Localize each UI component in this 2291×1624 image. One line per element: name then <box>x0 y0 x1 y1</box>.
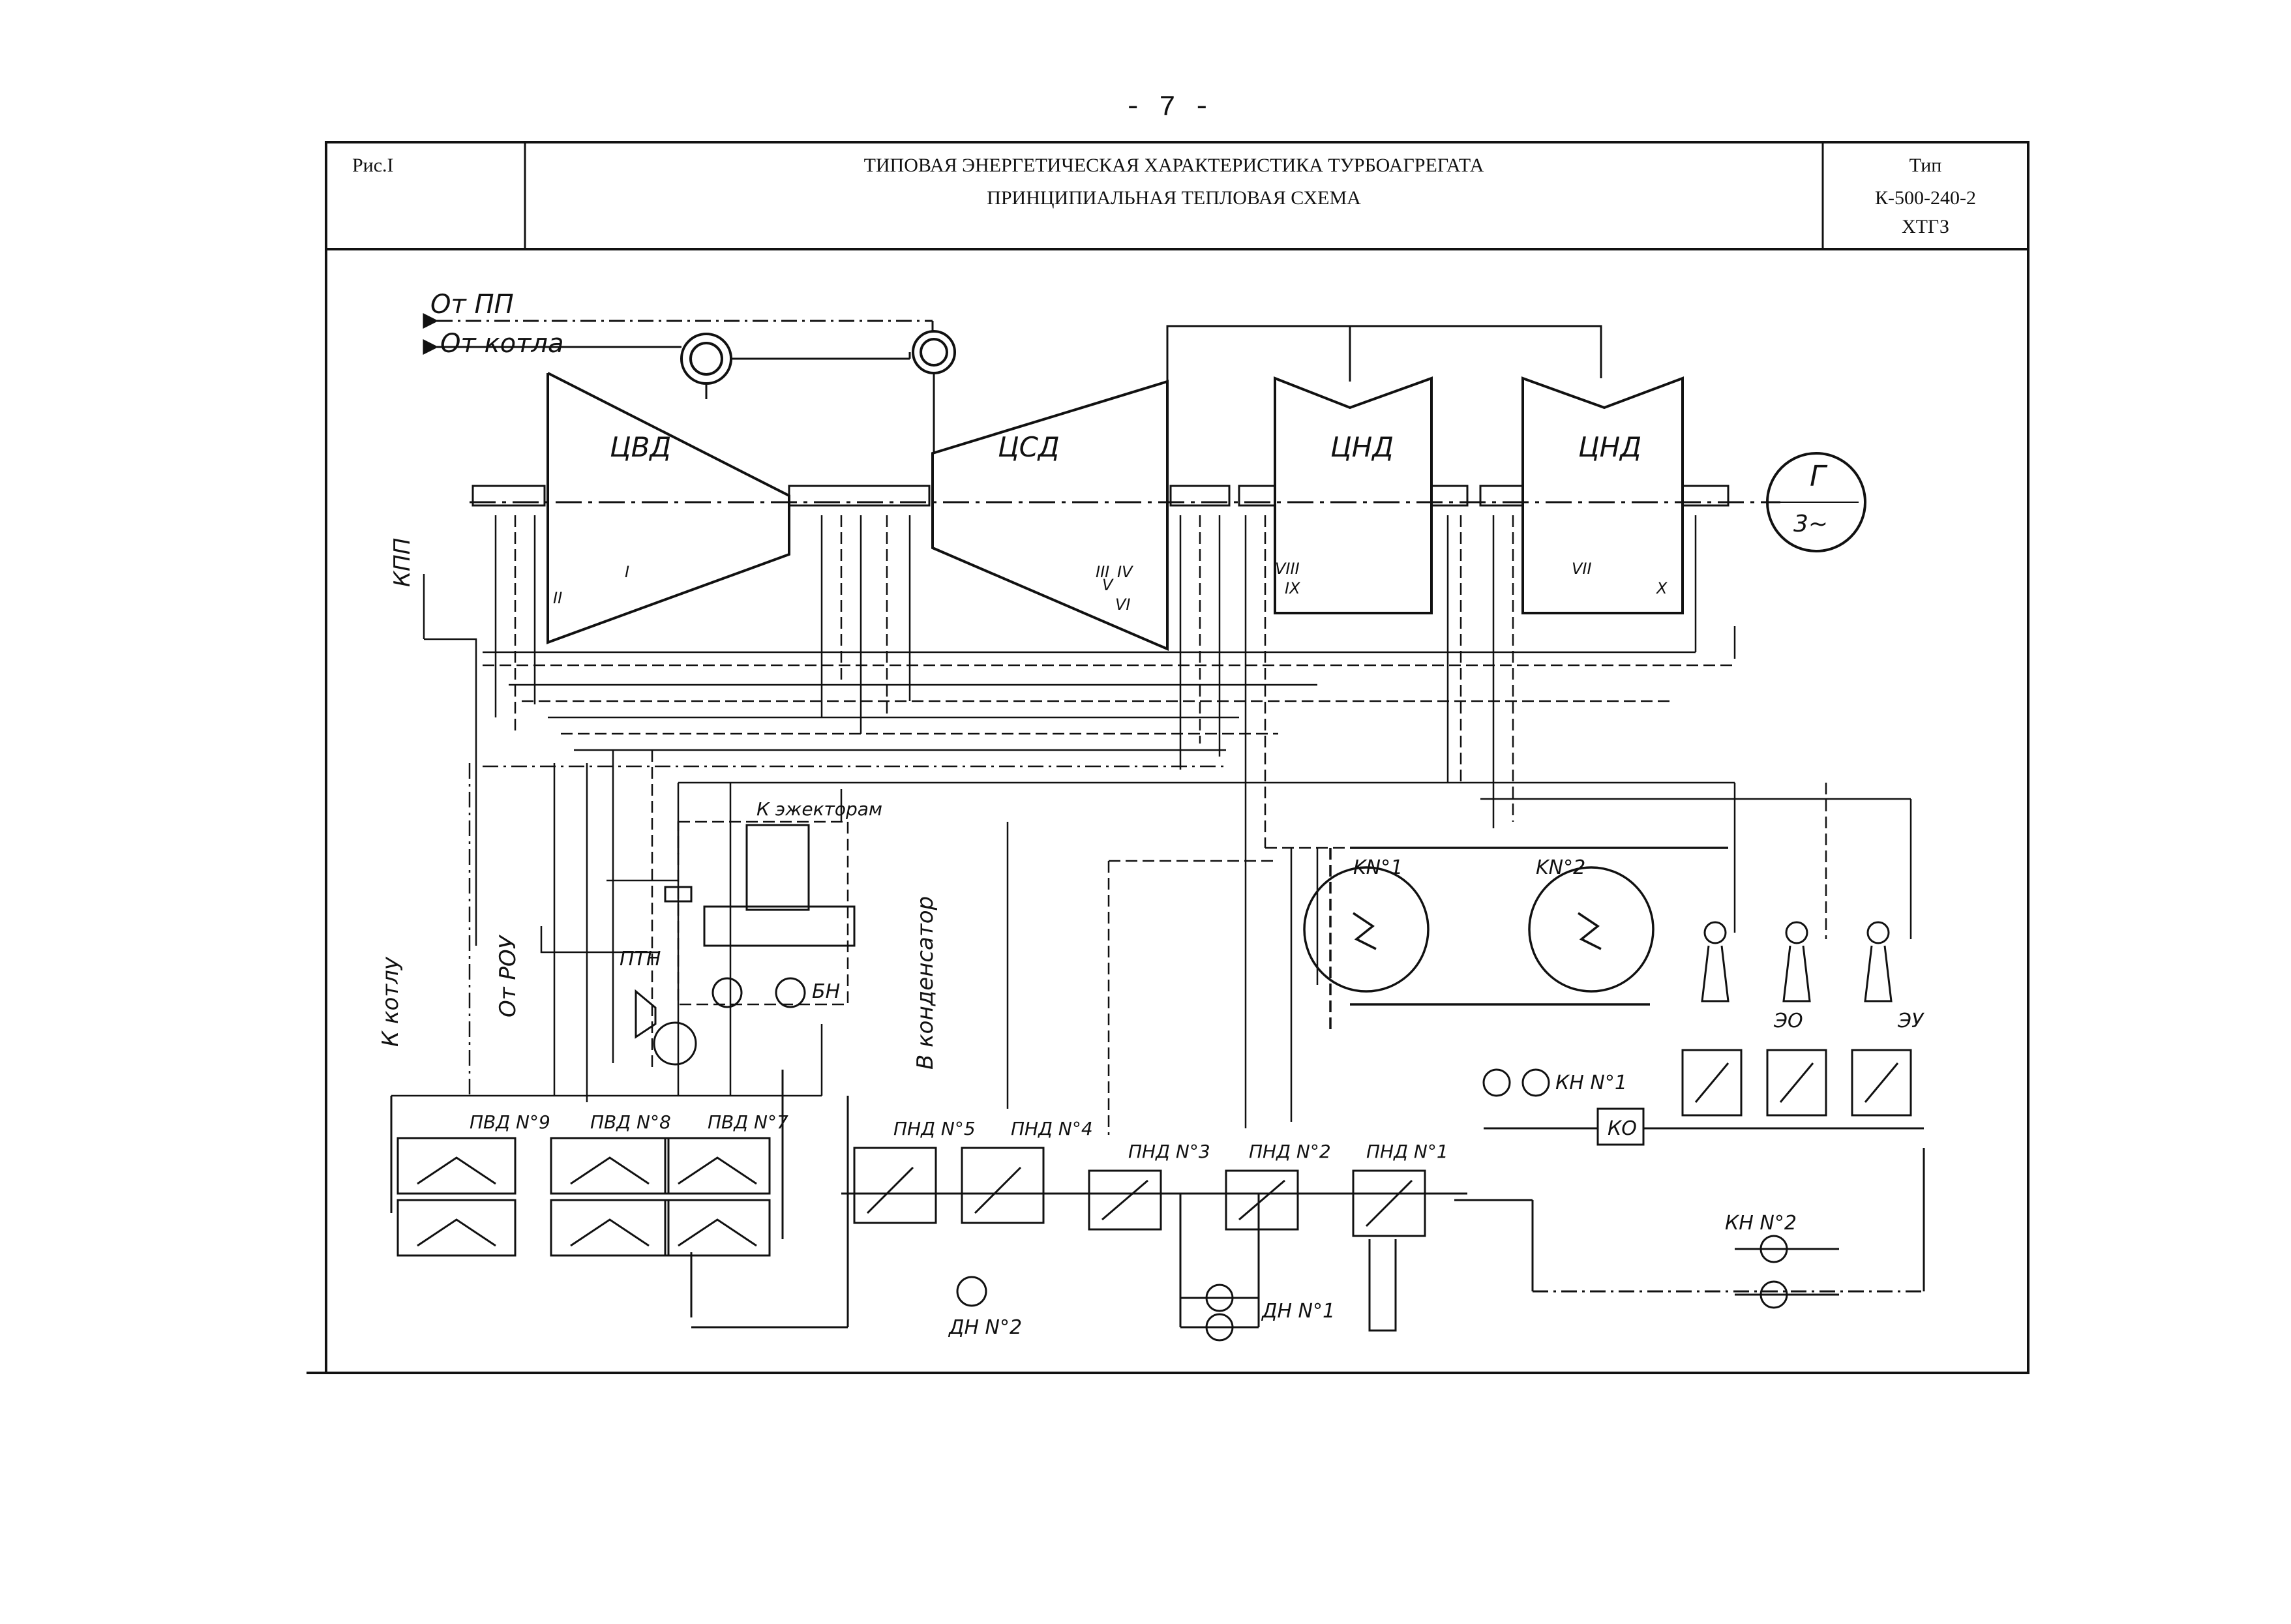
dn2-label: ДН N°2 <box>948 1316 1022 1339</box>
kn1-label: КН N°1 <box>1555 1072 1627 1094</box>
lp1-casing <box>1274 376 1433 614</box>
lp-heaters <box>841 1096 1467 1342</box>
bn-label: БН <box>812 980 840 1003</box>
page-number: - 7 - <box>1124 91 1211 124</box>
pnd4-label: ПНД N°4 <box>1011 1118 1093 1139</box>
to-condenser-label: В конденсатор <box>912 896 938 1070</box>
extraction-10: X <box>1655 579 1668 597</box>
steam-supply-lines <box>423 313 1602 453</box>
condenser1-label: KN°1 <box>1353 856 1403 879</box>
generator-label: Г <box>1810 460 1828 493</box>
condensers <box>1303 847 1728 1030</box>
stop-valves <box>680 330 956 385</box>
pnd1-label: ПНД N°1 <box>1366 1141 1448 1162</box>
pvd7-label: ПВД N°7 <box>708 1111 788 1133</box>
ejector-eu-label: ЭУ <box>1897 1010 1924 1032</box>
generator-phase: 3~ <box>1793 511 1828 537</box>
to-ejectors-label: К эжекторам <box>756 798 882 820</box>
dn1-label: ДН N°1 <box>1261 1300 1335 1323</box>
drawing-frame <box>307 141 2029 1374</box>
deaerator <box>664 824 856 947</box>
title-line-1: ТИПОВАЯ ЭНЕРГЕТИЧЕСКАЯ ХАРАКТЕРИСТИКА ТУ… <box>863 155 1484 176</box>
pvd9-label: ПВД N°9 <box>470 1111 550 1133</box>
extraction-1: I <box>625 563 629 581</box>
ejectors <box>1681 921 1912 1117</box>
from-rou-label: От РОУ <box>495 934 521 1017</box>
ip-label: ЦСД <box>998 431 1060 463</box>
extraction-5: V <box>1102 576 1114 594</box>
condenser2-label: KN°2 <box>1536 856 1585 879</box>
kn2-label: КН N°2 <box>1725 1212 1797 1235</box>
feed-pumps <box>635 977 806 1066</box>
ko-label: КО <box>1608 1117 1637 1140</box>
pnd2-label: ПНД N°2 <box>1249 1141 1331 1162</box>
condensate-pumps <box>1454 1068 1925 1309</box>
lp2-casing <box>1521 376 1684 614</box>
extraction-3: III <box>1096 563 1109 581</box>
ejector-eo-label: ЭО <box>1773 1010 1803 1032</box>
type-value: К-500-240-2 <box>1875 187 1976 209</box>
hp-heaters <box>390 1070 848 1329</box>
pnd3-label: ПНД N°3 <box>1128 1141 1210 1162</box>
extraction-piping <box>391 515 1912 1135</box>
extraction-6: VI <box>1115 595 1131 614</box>
generator <box>1766 452 1866 552</box>
ptn-label: ПТН <box>620 948 661 970</box>
title-line-2: ПРИНЦИПИАЛЬНАЯ ТЕПЛОВАЯ СХЕМА <box>987 187 1361 209</box>
extraction-4: IV <box>1117 563 1133 581</box>
figure-label: Рис.I <box>352 155 394 176</box>
lp1-label: ЦНД <box>1330 431 1394 463</box>
hp-label: ЦВД <box>610 431 671 463</box>
extraction-7: VII <box>1572 560 1592 578</box>
kpp-label: КПП <box>389 538 415 587</box>
extraction-8: VIII <box>1275 560 1300 578</box>
pnd5-label: ПНД N°5 <box>893 1118 976 1139</box>
from-boiler-label: От котла <box>440 329 564 359</box>
ip-casing <box>931 380 1169 652</box>
lp2-label: ЦНД <box>1578 431 1641 463</box>
pvd8-label: ПВД N°8 <box>590 1111 671 1133</box>
extraction-2: II <box>553 589 562 607</box>
seal-blocks <box>472 485 1729 507</box>
to-boiler-label: К котлу <box>378 956 404 1047</box>
manufacturer: ХТГЗ <box>1901 216 1950 237</box>
type-label: Тип <box>1909 155 1942 176</box>
from-reheat-label: От ПП <box>430 290 514 320</box>
hp-casing <box>547 372 790 644</box>
extraction-9: IX <box>1285 579 1300 597</box>
